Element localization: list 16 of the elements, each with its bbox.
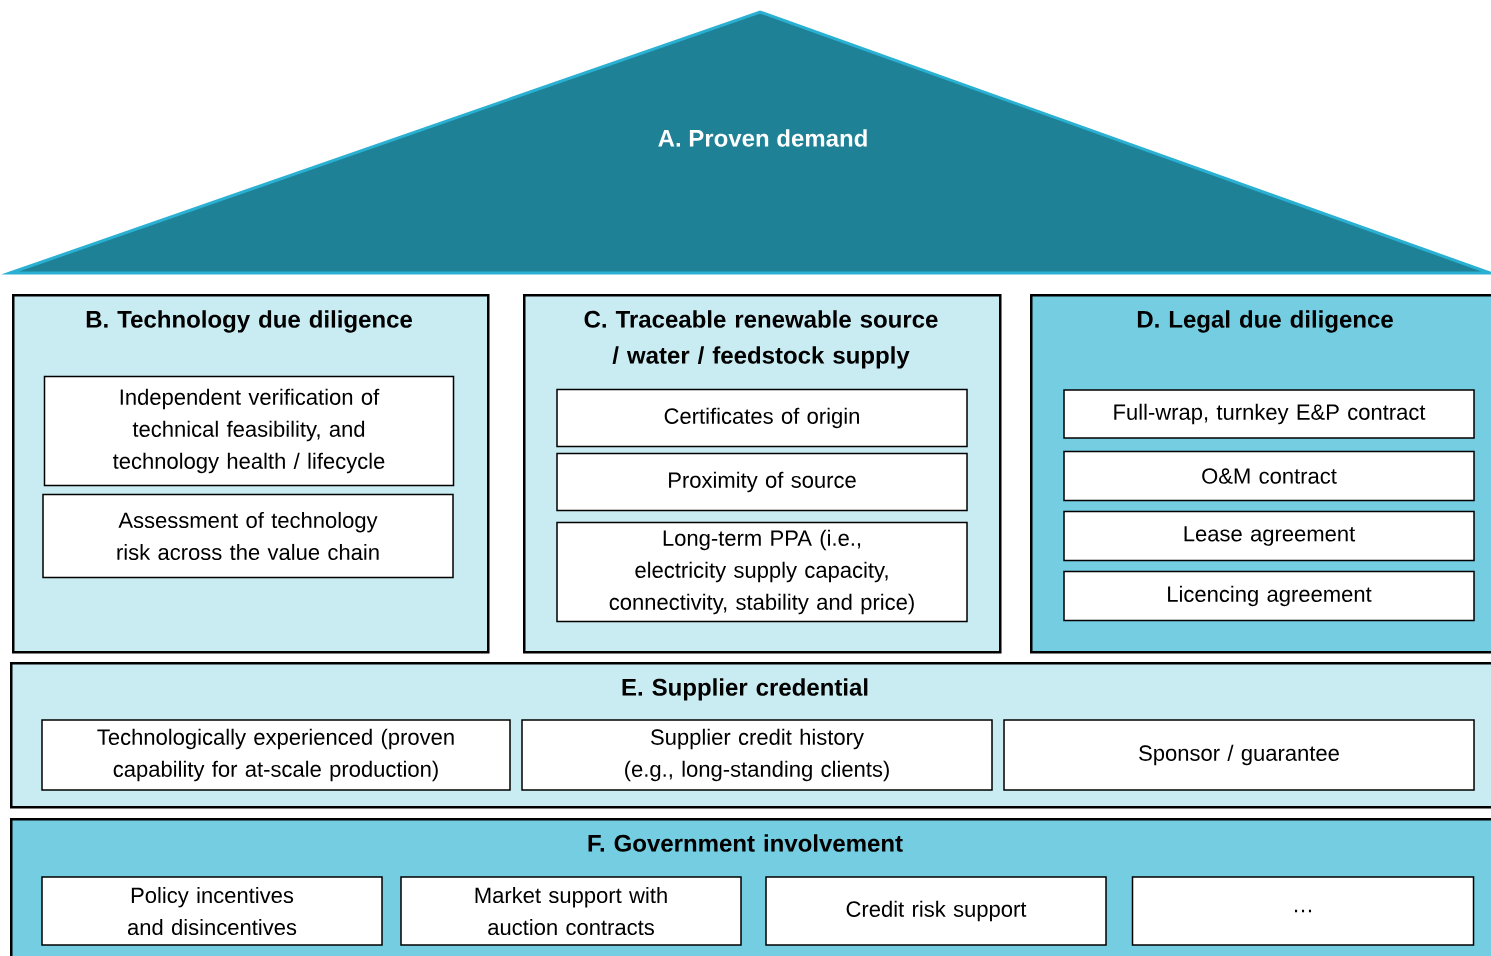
item-box: Licencing agreement xyxy=(1063,570,1475,622)
item-box: Long-term PPA (i.e., electricity supply capacity, connectivity, stability and price) xyxy=(556,521,968,623)
item-box: Lease agreement xyxy=(1063,510,1475,562)
item-box: … xyxy=(1131,876,1475,946)
item-box: Policy incentives and disincentives xyxy=(41,876,383,946)
item-box: Independent verification of technical feasibility, and technology health / lifecycle xyxy=(43,375,455,487)
item-box: Supplier credit history (e.g., long-standing clients) xyxy=(521,719,993,791)
item-box: Full-wrap, turnkey E&P contract xyxy=(1063,389,1475,439)
item-box: Technologically experienced (proven capability for at-scale production) xyxy=(41,719,511,791)
item-box: Sponsor / guarantee xyxy=(1003,719,1475,791)
item-box: Assessment of technology risk across the value chain xyxy=(42,493,454,579)
item-box: O&M contract xyxy=(1063,450,1475,502)
item-box: Certificates of origin xyxy=(556,388,968,448)
item-box: Market support with auction contracts xyxy=(400,876,742,946)
item-box: Credit risk support xyxy=(765,876,1107,946)
item-box: Proximity of source xyxy=(556,452,968,512)
